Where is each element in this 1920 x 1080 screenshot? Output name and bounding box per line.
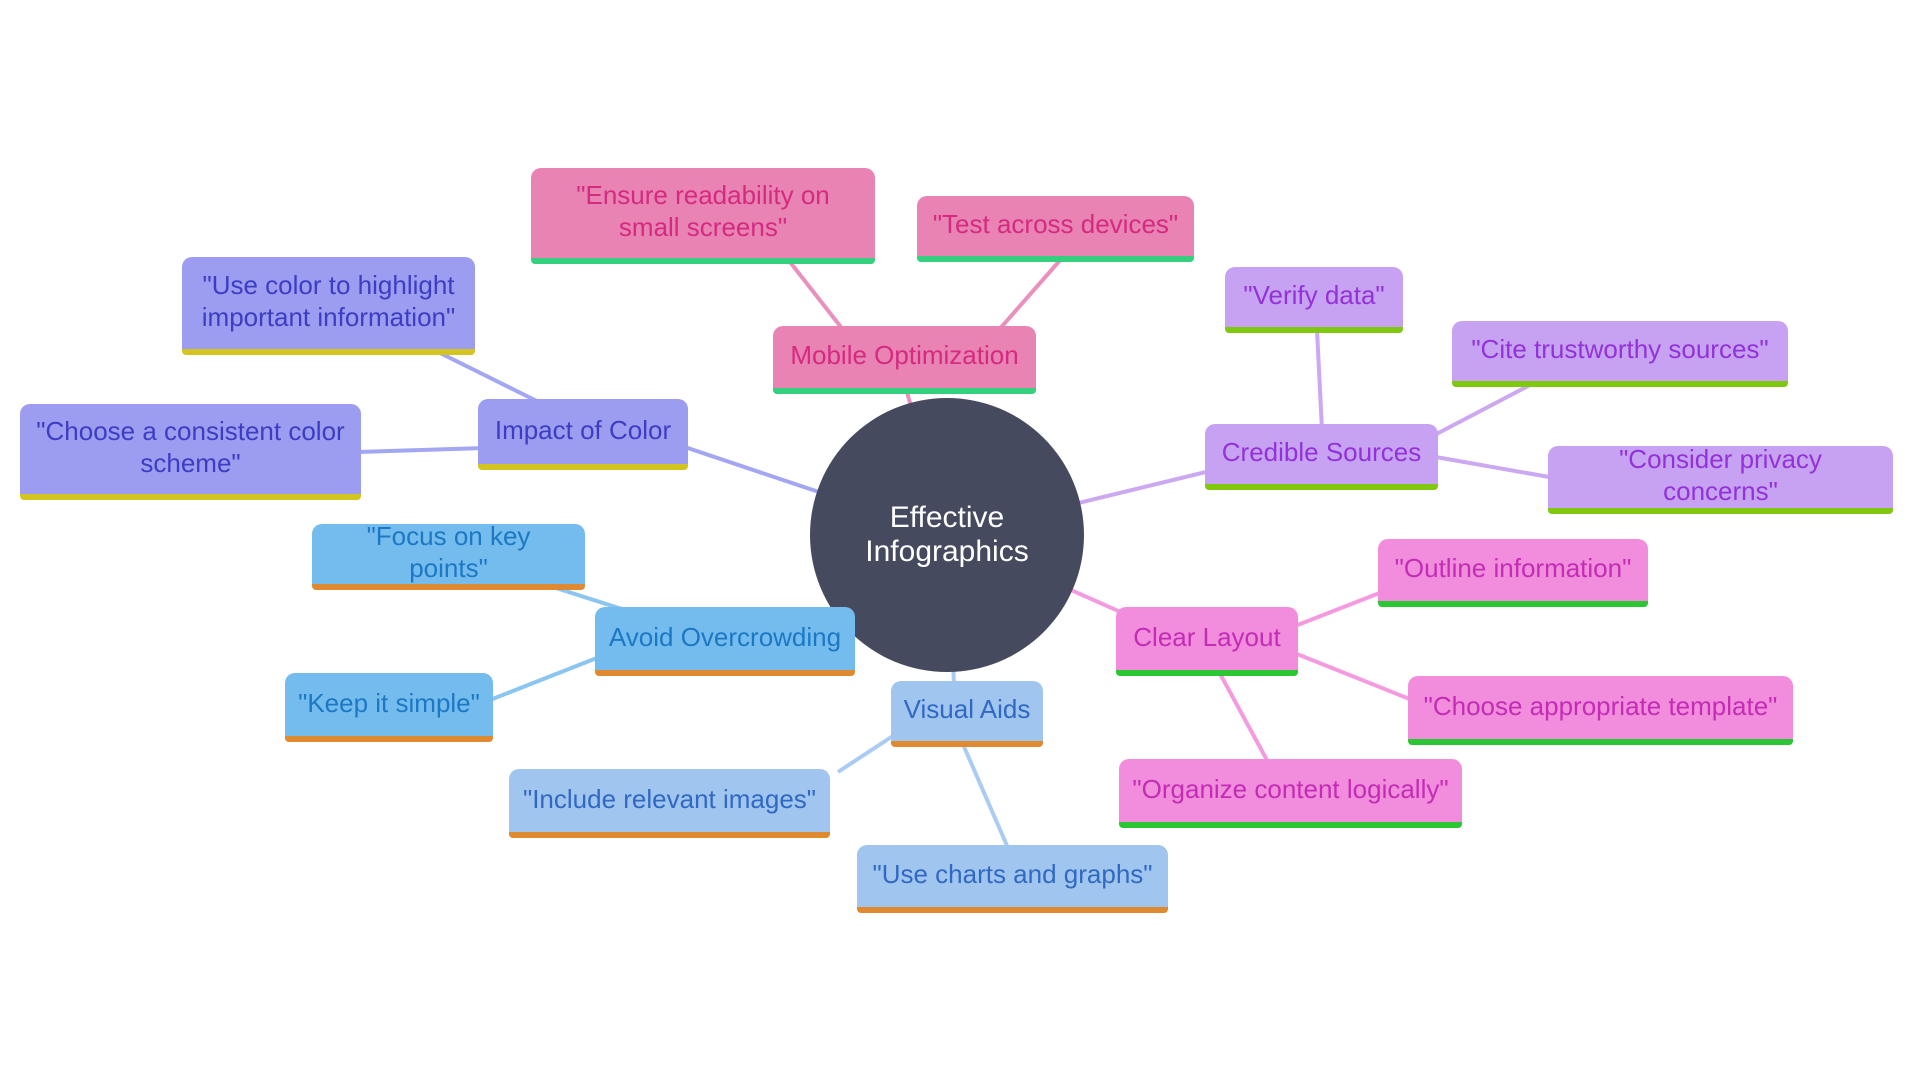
child-consider-privacy-concerns[interactable]: "Consider privacy concerns" <box>1548 444 1893 514</box>
node-label: "Verify data" <box>1243 280 1385 311</box>
child-organize-content-logically[interactable]: "Organize content logically" <box>1119 759 1462 828</box>
edge-impact-scheme <box>357 446 486 454</box>
node-label: "Ensure readability on small screens" <box>576 180 830 242</box>
branch-clear-layout[interactable]: Clear Layout <box>1116 607 1298 676</box>
child-outline-information[interactable]: "Outline information" <box>1378 539 1648 607</box>
node-label: "Use color to highlight important inform… <box>201 270 456 332</box>
node-label: "Outline information" <box>1394 553 1632 584</box>
node-label: "Organize content logically" <box>1132 773 1449 804</box>
child-test-across-devices[interactable]: "Test across devices" <box>917 196 1194 262</box>
branch-impact-of-color[interactable]: Impact of Color <box>478 399 688 470</box>
node-label: "Test across devices" <box>932 209 1179 240</box>
node-label: Impact of Color <box>494 414 672 445</box>
edge-avoid-keep <box>489 650 613 702</box>
edge-credible-verify <box>1315 329 1324 431</box>
branch-mobile-optimization[interactable]: Mobile Optimization <box>773 326 1036 394</box>
node-label: Clear Layout <box>1133 621 1281 652</box>
central-node-label: Effective Infographics <box>865 501 1029 568</box>
node-label: "Cite trustworthy sources" <box>1471 334 1769 365</box>
child-ensure-readability[interactable]: "Ensure readability on small screens" <box>531 168 875 264</box>
child-include-relevant-images[interactable]: "Include relevant images" <box>509 769 830 838</box>
central-node[interactable]: Effective Infographics <box>810 398 1084 672</box>
node-label: "Include relevant images" <box>522 783 817 814</box>
child-keep-it-simple[interactable]: "Keep it simple" <box>285 673 493 742</box>
child-consistent-color-scheme[interactable]: "Choose a consistent color scheme" <box>20 404 361 500</box>
child-verify-data[interactable]: "Verify data" <box>1225 267 1403 333</box>
node-label: Credible Sources <box>1221 437 1422 468</box>
node-label: "Consider privacy concerns" <box>1619 444 1822 506</box>
node-label: "Choose appropriate template" <box>1423 690 1778 721</box>
child-use-charts-and-graphs[interactable]: "Use charts and graphs" <box>857 845 1168 913</box>
edge-clear-outline <box>1289 590 1383 630</box>
branch-avoid-overcrowding[interactable]: Avoid Overcrowding <box>595 607 855 676</box>
edge-visual-charts <box>960 741 1010 849</box>
edge-credible-cite <box>1424 383 1531 442</box>
node-label: "Use charts and graphs" <box>872 859 1153 890</box>
node-label: Avoid Overcrowding <box>608 621 842 652</box>
branch-credible-sources[interactable]: Credible Sources <box>1205 424 1438 490</box>
branch-visual-aids[interactable]: Visual Aids <box>891 681 1043 747</box>
node-label: Mobile Optimization <box>790 340 1019 371</box>
node-label: "Focus on key points" <box>366 521 531 583</box>
edge-credible-privacy <box>1429 454 1556 480</box>
node-label: Visual Aids <box>903 694 1031 725</box>
child-choose-appropriate-template[interactable]: "Choose appropriate template" <box>1408 676 1793 745</box>
node-label: "Choose a consistent color scheme" <box>36 416 345 478</box>
child-focus-on-key-points[interactable]: "Focus on key points" <box>312 521 585 590</box>
child-use-color-to-highlight[interactable]: "Use color to highlight important inform… <box>182 257 475 355</box>
edge-clear-organize <box>1216 669 1270 763</box>
edge-clear-template <box>1291 650 1413 702</box>
node-label: "Keep it simple" <box>298 687 480 718</box>
child-cite-trustworthy-sources[interactable]: "Cite trustworthy sources" <box>1452 321 1788 387</box>
